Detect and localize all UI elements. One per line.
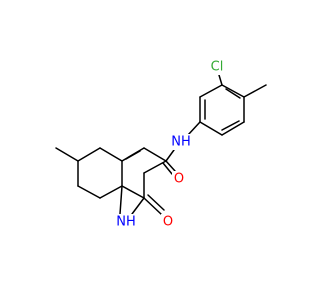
- c-o-double-bond: [147, 194, 165, 211]
- c-methyl-bond: [55, 147, 79, 162]
- carbonyl-oxygen-atom: O: [172, 171, 186, 187]
- ring-nh-label: NH: [116, 215, 136, 230]
- chlorine-atom-label: Cl: [211, 60, 224, 75]
- c-o-bond: [143, 197, 162, 215]
- ring-bond: [143, 160, 167, 174]
- ring-nitrogen-atom: NH: [115, 214, 137, 230]
- ring-double-bond: [125, 150, 141, 160]
- amide-nitrogen-atom: NH: [171, 134, 191, 150]
- aryl-ring-bond: [199, 121, 223, 136]
- c-methyl-bond: [243, 84, 267, 98]
- cyclohex-bond: [99, 147, 123, 162]
- n-c-bond: [119, 185, 123, 215]
- atom-label-layer: Cl NH O NH O: [115, 59, 227, 230]
- cyclohex-bond: [99, 185, 123, 199]
- lactam-oxygen-atom: O: [161, 214, 175, 230]
- amide-nh-label: NH: [171, 135, 191, 150]
- c-o-double-bond: [162, 162, 173, 175]
- aryl-ring-bond: [199, 84, 223, 98]
- cyclohex-bond: [77, 185, 101, 199]
- carbonyl-oxygen-label: O: [174, 172, 184, 187]
- lactam-oxygen-label: O: [163, 215, 173, 230]
- c-n-bond: [187, 121, 201, 136]
- aryl-ring-double-bond: [221, 120, 240, 131]
- chlorine-atom: Cl: [207, 59, 227, 75]
- c-c-bond: [143, 147, 167, 162]
- ring-bond: [121, 185, 145, 199]
- ring-bond: [131, 197, 145, 215]
- aryl-ring-double-bond: [225, 88, 241, 99]
- aryl-ring-bond: [221, 84, 245, 98]
- c-cl-bond: [218, 74, 223, 86]
- cyclohex-bond: [77, 147, 101, 162]
- aryl-ring-bond: [221, 121, 245, 136]
- bond-layer: [55, 74, 267, 215]
- n-c-bond: [165, 149, 175, 162]
- molecule-structure-diagram: Cl NH O NH O: [55, 59, 267, 230]
- c-o-double-bond: [165, 160, 176, 172]
